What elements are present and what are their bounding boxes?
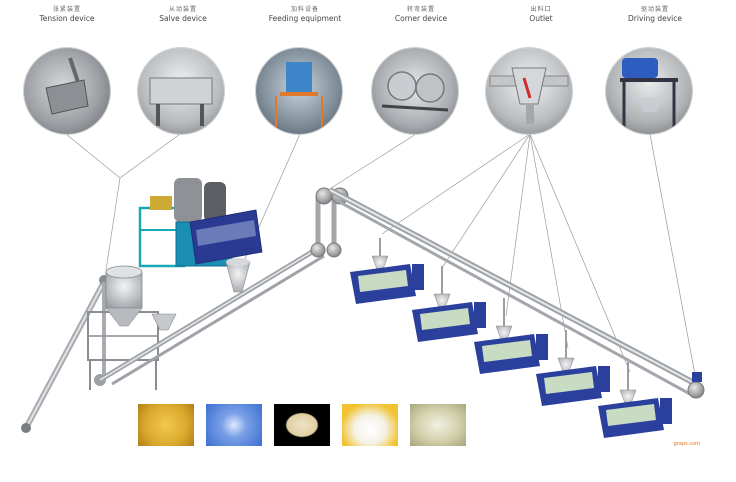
label-zh: 张紧装置 — [52, 6, 81, 13]
label-driving-device: 驱动装置 Driving device — [600, 4, 710, 23]
label-outlet: 出料口 Outlet — [486, 4, 596, 23]
tension-device-icon — [45, 57, 89, 115]
material-pellets — [206, 404, 262, 446]
extruder-2 — [412, 266, 486, 342]
label-en: Driving device — [628, 14, 682, 23]
label-corner-device: 转弯装置 Corner device — [366, 4, 476, 23]
extruder-4 — [536, 330, 610, 406]
conveyor-pipe-lower — [98, 249, 325, 386]
extruder-5 — [598, 362, 672, 438]
outlet-photo — [486, 48, 572, 134]
extruder-3 — [474, 298, 548, 374]
driving-device-photo — [606, 48, 692, 134]
extruder-1 — [350, 238, 424, 304]
label-tension-device: 张紧装置 Tension device — [12, 4, 122, 23]
feeding-equipment-photo — [256, 48, 342, 134]
label-feeding-equipment: 加料设备 Feeding equipment — [250, 4, 360, 23]
feeding-machine — [138, 178, 263, 293]
material-powder-white — [342, 404, 398, 446]
corner-device-photo — [372, 48, 458, 134]
label-slave-device: 从动装置 Salve device — [128, 4, 238, 23]
material-powder-dark — [274, 404, 330, 446]
label-zh: 驱动装置 — [640, 6, 669, 13]
label-en: Salve device — [159, 14, 207, 23]
label-zh: 出料口 — [530, 6, 552, 13]
tension-elevator — [21, 275, 109, 433]
label-zh: 加料设备 — [290, 6, 319, 13]
label-zh: 从动装置 — [168, 6, 197, 13]
label-zh: 转弯装置 — [406, 6, 435, 13]
label-en: Tension device — [39, 14, 95, 23]
extruders — [350, 238, 672, 438]
label-en: Corner device — [394, 14, 448, 23]
driving-device-icon — [620, 58, 678, 128]
label-en: Feeding equipment — [268, 14, 342, 23]
label-en: Outlet — [529, 14, 553, 23]
outlet-icon — [489, 67, 569, 124]
corner-device-icon — [381, 71, 449, 112]
material-fine-powder — [410, 404, 466, 446]
material-granules — [138, 404, 194, 446]
slave-device-icon — [149, 77, 213, 126]
image-credit: graps.com — [673, 441, 700, 447]
feeding-equipment-icon — [275, 62, 323, 128]
conveyor-pipe-upper — [328, 187, 705, 399]
slave-device-photo — [138, 48, 224, 134]
tension-device-photo — [24, 48, 110, 134]
